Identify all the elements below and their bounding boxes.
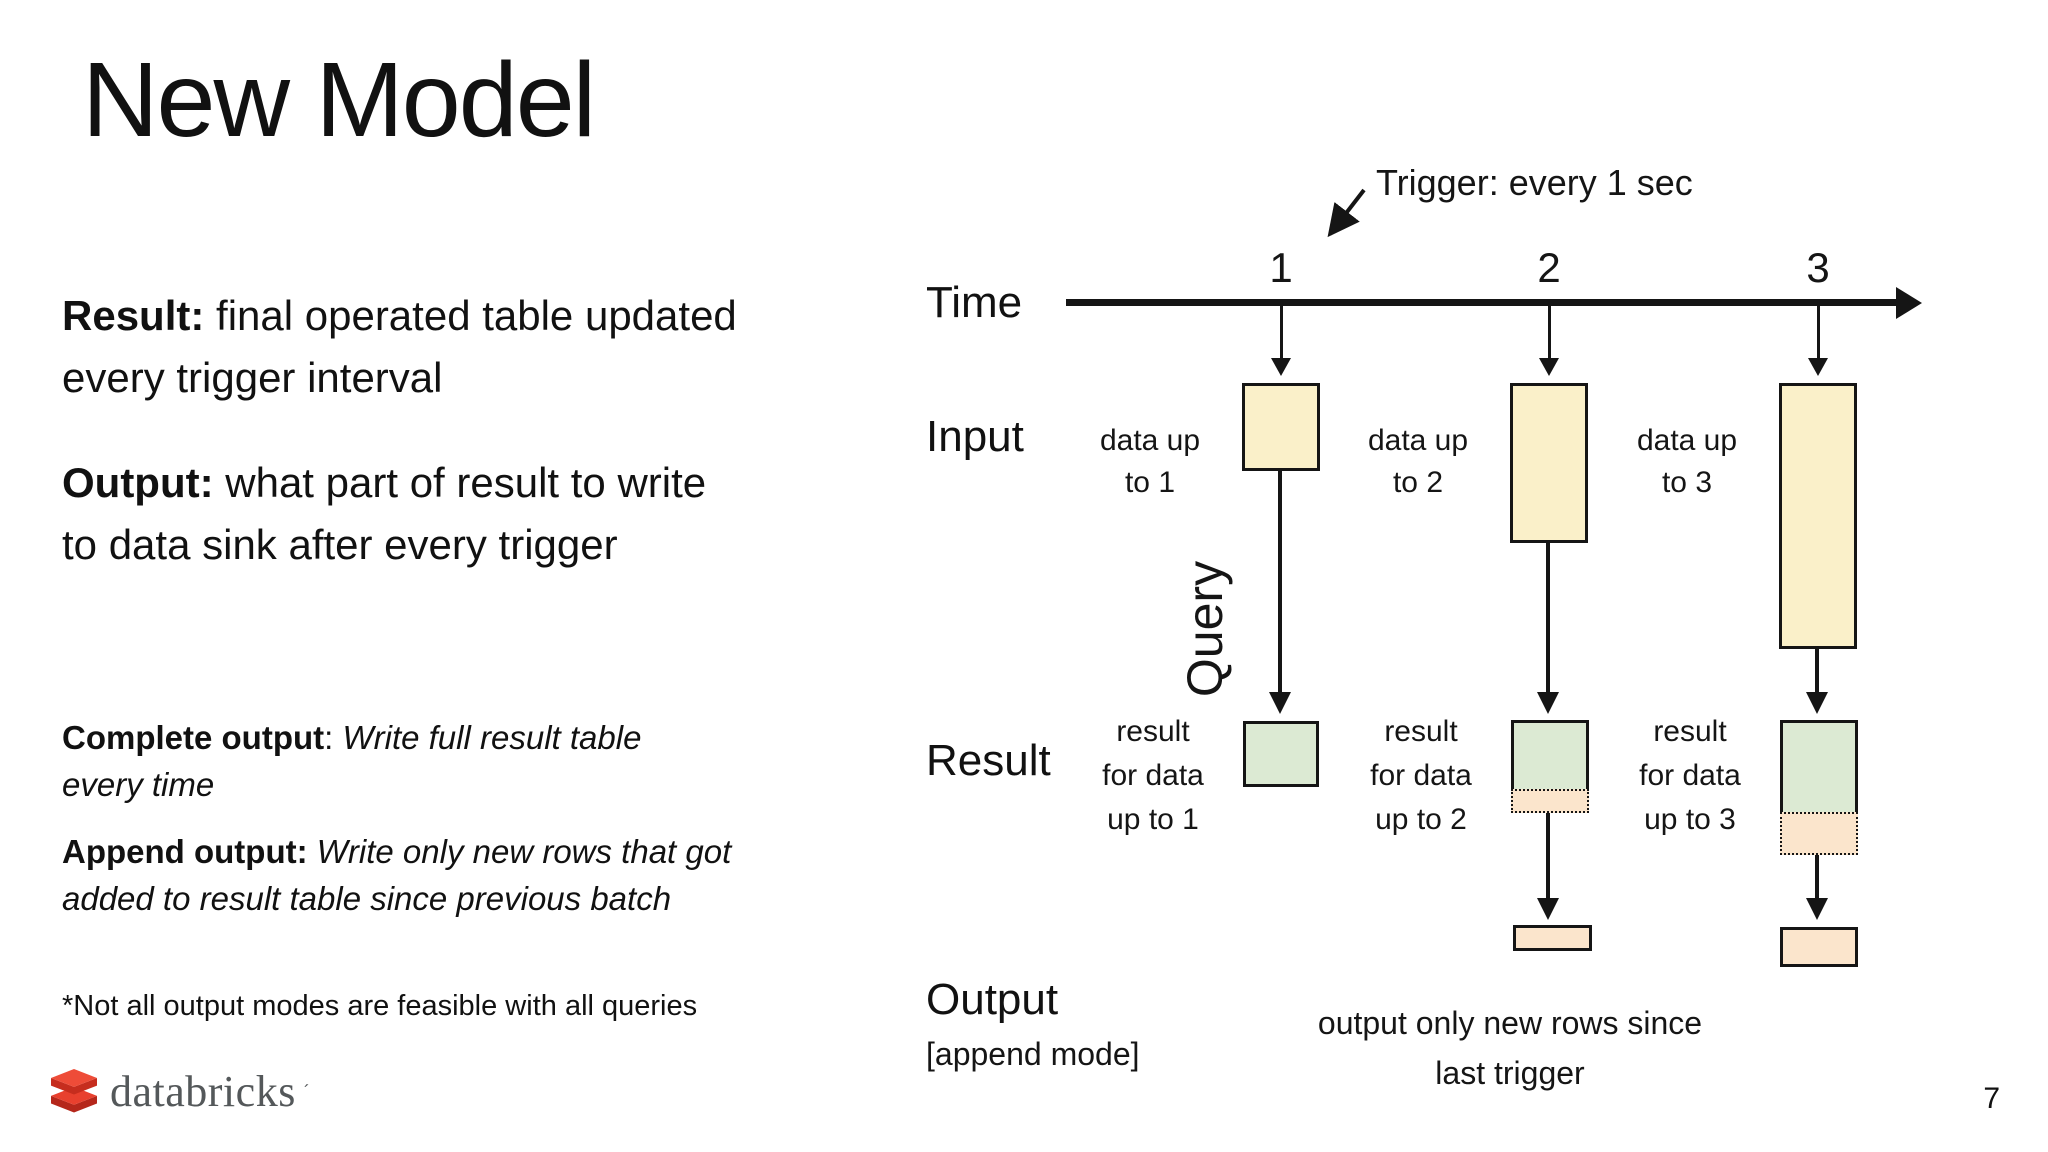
result-box-1 (1243, 721, 1319, 787)
query-arrow-head-3 (1806, 692, 1828, 714)
query-arrow-line-1 (1278, 470, 1282, 696)
trigger-arrow-line-3 (1817, 306, 1820, 360)
row-label-result: Result (926, 736, 1051, 785)
append-output-label: Append output: (62, 833, 308, 870)
output-definition-label: Output: (62, 459, 214, 506)
complete-output-label: Complete output (62, 719, 325, 756)
input-box-3 (1779, 383, 1857, 649)
output-arrow-head-3 (1806, 898, 1828, 920)
trigger-arrow-line-1 (1280, 306, 1283, 360)
tick-label-1: 1 (1269, 244, 1293, 291)
page-title: New Model (82, 41, 596, 159)
result-box-3 (1780, 720, 1858, 812)
input-box-2 (1510, 383, 1588, 543)
query-arrow-line-2 (1546, 543, 1550, 696)
result-box-2 (1511, 720, 1589, 789)
output-definition-text: what part of result to write to data sin… (62, 459, 707, 568)
output-arrow-head-2 (1537, 898, 1559, 920)
footnote: *Not all output modes are feasible with … (62, 990, 698, 1022)
output-arrow-line-2 (1546, 813, 1550, 900)
row-label-output: Output (926, 975, 1059, 1024)
input-caption-3: data up to 3 (1636, 424, 1738, 499)
trigger-arrow-head-3 (1808, 358, 1828, 376)
databricks-logo-text: databricks (110, 1067, 296, 1116)
complete-output-text: Write full result table every time (62, 719, 642, 803)
output-arrow-line-3 (1815, 855, 1819, 900)
output-box-3 (1780, 927, 1858, 967)
trigger-arrow-head-1 (1271, 358, 1291, 376)
result-definition-label: Result: (62, 292, 205, 339)
tick-label-3: 3 (1806, 244, 1830, 291)
output-box-2 (1513, 925, 1592, 951)
databricks-logo-trademark: ´ (303, 1081, 310, 1102)
trigger-arrow-head-2 (1539, 358, 1559, 376)
databricks-logo-icon (51, 1068, 97, 1112)
output-mode-label: [append mode] (926, 1036, 1140, 1072)
query-arrow-line-3 (1815, 649, 1819, 696)
input-box-1 (1242, 383, 1320, 471)
result-caption-2: result for data up to 2 (1370, 715, 1472, 836)
row-label-time: Time (926, 278, 1023, 327)
append-output-definition: Append output: Write only new rows that … (62, 828, 942, 922)
timeline-arrowhead (1896, 287, 1922, 319)
input-caption-1: data up to 1 (1099, 424, 1201, 499)
result-caption-1: result for data up to 1 (1102, 715, 1204, 836)
input-caption-2: data up to 2 (1367, 424, 1469, 499)
result-new-rows-3 (1780, 812, 1858, 855)
output-definition: Output: what part of result to write to … (62, 452, 942, 576)
query-arrow-head-2 (1537, 692, 1559, 714)
output-note: output only new rows since last trigger (1317, 1005, 1703, 1091)
query-arrow-head-1 (1269, 692, 1291, 714)
row-label-input: Input (926, 412, 1024, 461)
databricks-logo: databricks ´ (46, 1066, 310, 1117)
result-new-rows-2 (1511, 789, 1589, 813)
trigger-arrow-line-2 (1548, 306, 1551, 360)
result-definition-text: final operated table updated every trigg… (62, 292, 737, 401)
append-output-text: Write only new rows that got added to re… (62, 833, 732, 917)
timeline-axis (1066, 299, 1902, 306)
result-caption-3: result for data up to 3 (1639, 715, 1741, 836)
query-label: Query (1177, 560, 1233, 698)
trigger-annotation: Trigger: every 1 sec (1376, 162, 1693, 203)
complete-output-separator: : (324, 719, 343, 756)
complete-output-definition: Complete output: Write full result table… (62, 714, 942, 808)
result-definition: Result: final operated table updated eve… (62, 285, 942, 409)
page-number: 7 (1983, 1082, 2000, 1115)
tick-label-2: 2 (1537, 244, 1561, 291)
trigger-pointer-arrow (1327, 188, 1366, 238)
